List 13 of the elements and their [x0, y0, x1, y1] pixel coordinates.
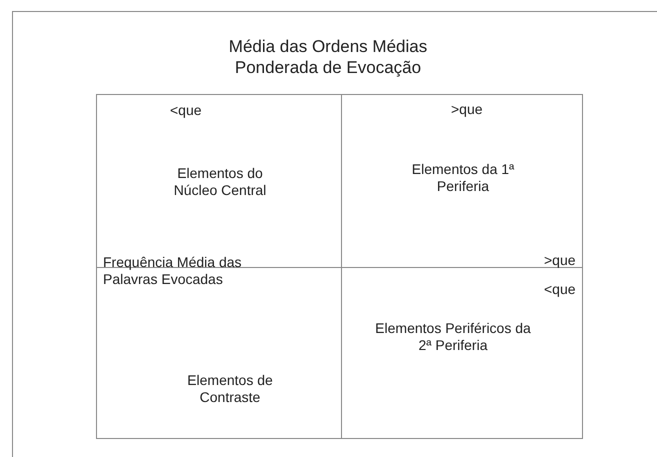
- axis-label: >que: [451, 101, 483, 118]
- axis-label: <que: [544, 281, 576, 298]
- quadrant-label: Elementos do Núcleo Central: [172, 165, 268, 199]
- axis-title: Frequência Média das Palavras Evocadas: [103, 254, 243, 288]
- quadrant-label: Elementos da 1ª Periferia: [410, 161, 516, 195]
- axis-label: <que: [170, 102, 202, 119]
- quadrant-label: Elementos de Contraste: [186, 372, 274, 406]
- quadrant-cell: [96, 94, 342, 268]
- axis-label: >que: [544, 252, 576, 269]
- quadrant-label: Elementos Periféricos da 2ª Periferia: [374, 320, 532, 354]
- quadrant-cell: [341, 94, 583, 268]
- chart-title: Média das Ordens Médias Ponderada de Evocação: [228, 36, 428, 78]
- quadrant-cell: [341, 267, 583, 439]
